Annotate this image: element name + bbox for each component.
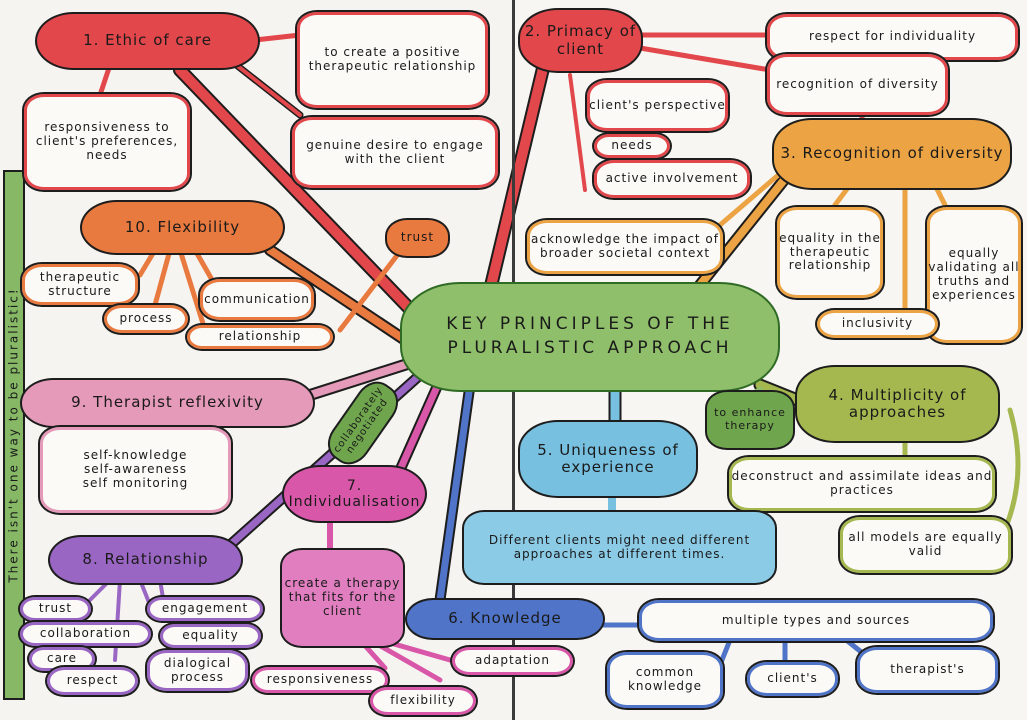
- principle-4-child-enhance-therapy: to enhance therapy: [705, 390, 795, 450]
- principle-3-child-equality-relationship: equality in the therapeutic relationship: [775, 205, 885, 300]
- principle-4-multiplicity-of-approaches: 4. Multiplicity of approaches: [795, 365, 1000, 443]
- principle-1-ethic-of-care: 1. Ethic of care: [35, 12, 260, 70]
- principle-3-child-inclusivity: inclusivity: [815, 308, 940, 340]
- principle-8-child-dialogical-process: dialogical process: [145, 648, 250, 693]
- principle-10-child-process: process: [102, 303, 190, 335]
- principle-7-child-responsiveness: responsiveness: [250, 665, 390, 695]
- principle-3-child-equally-validating: equally validating all truths and experi…: [925, 205, 1023, 345]
- principle-2-child-client-perspective: client's perspective: [585, 78, 730, 133]
- principle-8-relationship: 8. Relationship: [48, 535, 243, 585]
- principle-10-child-relationship: relationship: [185, 323, 335, 351]
- principle-3-recognition-of-diversity: 3. Recognition of diversity: [772, 118, 1012, 190]
- principle-6-child-clients: client's: [745, 660, 840, 698]
- central-topic: KEY PRINCIPLES OF THE PLURALISTIC APPROA…: [400, 282, 780, 392]
- principle-6-knowledge: 6. Knowledge: [405, 598, 605, 640]
- principle-5-child-different-clients: Different clients might need different a…: [462, 510, 777, 585]
- principle-6-child-common-knowledge: common knowledge: [605, 650, 725, 710]
- principle-10-child-trust: trust: [385, 218, 450, 258]
- side-banner: There isn't one way to be pluralistic!: [3, 170, 25, 700]
- principle-1-child-genuine-desire: genuine desire to engage with the client: [290, 115, 500, 190]
- principle-5-uniqueness-of-experience: 5. Uniqueness of experience: [518, 420, 698, 498]
- principle-2-child-needs: needs: [592, 132, 672, 160]
- principle-9-child-self-awareness: self-knowledge self-awareness self monit…: [38, 425, 233, 515]
- principle-1-child-positive-relationship: to create a positive therapeutic relatio…: [295, 10, 490, 110]
- principle-7-individualisation: 7. Individualisation: [282, 465, 427, 523]
- principle-8-child-engagement: engagement: [145, 595, 265, 623]
- principle-7-child-create-therapy: create a therapy that fits for the clien…: [280, 548, 405, 648]
- principle-4-child-deconstruct: deconstruct and assimilate ideas and pra…: [727, 455, 997, 513]
- principle-6-child-multiple-types: multiple types and sources: [637, 598, 995, 643]
- principle-8-child-trust: trust: [18, 595, 93, 623]
- principle-7-child-flexibility: flexibility: [368, 685, 478, 717]
- principle-9-therapist-reflexivity: 9. Therapist reflexivity: [20, 378, 315, 428]
- principle-2-primacy-of-client: 2. Primacy of client: [518, 8, 643, 73]
- principle-8-child-collaboration: collaboration: [18, 620, 153, 648]
- principle-10-child-therapeutic-structure: therapeutic structure: [20, 262, 140, 307]
- principle-1-child-responsiveness: responsiveness to client's preferences, …: [22, 92, 192, 192]
- principle-4-child-all-models-valid: all models are equally valid: [838, 515, 1013, 575]
- principle-3-child-acknowledge-context: acknowledge the impact of broader societ…: [525, 218, 725, 276]
- principle-10-flexibility: 10. Flexibility: [80, 200, 285, 255]
- principle-10-child-communication: communication: [198, 277, 316, 322]
- principle-8-child-equality: equality: [158, 622, 263, 650]
- principle-2-child-active-involvement: active involvement: [592, 158, 752, 200]
- principle-7-child-adaptation: adaptation: [450, 645, 575, 677]
- side-banner-text: There isn't one way to be pluralistic!: [7, 287, 21, 583]
- principle-6-child-therapists: therapist's: [855, 645, 1000, 695]
- principle-8-child-respect: respect: [45, 665, 140, 697]
- principle-2-child-recognition-diversity: recognition of diversity: [765, 52, 950, 117]
